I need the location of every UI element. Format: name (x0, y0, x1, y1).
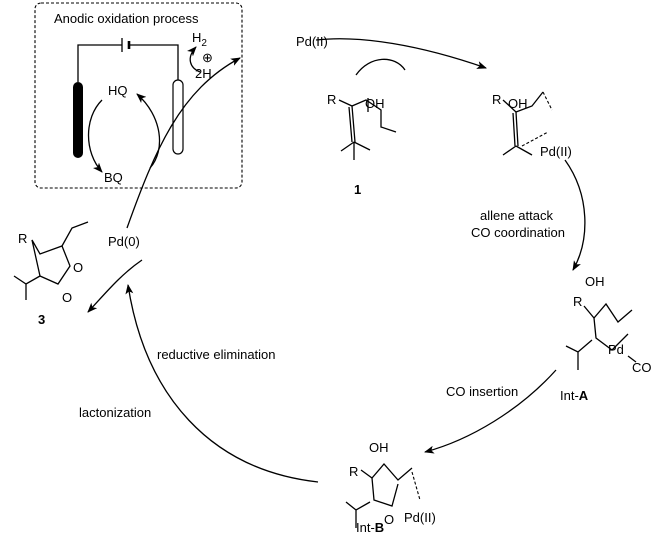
inta-oh: OH (585, 274, 605, 289)
inta-pd: Pd (608, 342, 624, 357)
pdc-chain (502, 91, 544, 113)
c1-allene-1 (351, 105, 356, 143)
int-b-structure: OH R O Pd(II) Int-B (345, 440, 436, 535)
intb-core (371, 477, 399, 507)
intb-isopropenyl (345, 501, 371, 528)
intb-o: O (384, 512, 394, 527)
step-allene-attack: allene attack (480, 208, 553, 223)
compound-1-number: 1 (354, 182, 361, 197)
p3-isopropenyl (13, 275, 41, 300)
allene-attack-arrow (564, 159, 586, 271)
hq-label: HQ (108, 83, 128, 98)
step-reductive-elimination: reductive elimination (157, 347, 276, 362)
c1-chain (338, 99, 397, 133)
pd0-label: Pd(0) (108, 234, 140, 249)
pdc-oh: OH (508, 96, 528, 111)
protons-label: 2H (195, 66, 212, 81)
anodic-oxidation-box: Anodic oxidation process HQ BQ H2 ⊕ 2H (34, 2, 243, 189)
pdc-r: R (492, 92, 501, 107)
int-b-label: Int-B (356, 520, 384, 535)
anode-electrode (73, 82, 83, 158)
box-title: Anodic oxidation process (54, 11, 199, 26)
intb-pd: Pd(II) (404, 510, 436, 525)
lactonization-arrow (125, 284, 319, 483)
pd0-to-pd2-arrow (126, 57, 241, 229)
p3-o-ring: O (73, 260, 83, 275)
substrate-entry-arc (355, 58, 406, 76)
inta-isopropenyl (565, 339, 593, 370)
step-co-insertion: CO insertion (446, 384, 518, 399)
pdc-coordination (521, 91, 553, 147)
compound-3-number: 3 (38, 312, 45, 327)
inta-r: R (573, 294, 582, 309)
bq-to-hq-arrow (136, 93, 161, 169)
int-a-label: Int-A (560, 388, 589, 403)
intb-coordination (411, 471, 421, 501)
step-lactonization: lactonization (79, 405, 151, 420)
bq-label: BQ (104, 170, 123, 185)
p3-r: R (18, 231, 27, 246)
int-a-structure: OH R Pd CO Int-A (560, 274, 652, 403)
inta-co: CO (632, 360, 652, 375)
pd2-top-label: Pd(II) (296, 34, 328, 49)
c1-r: R (327, 92, 336, 107)
compound-1-structure: OH R 1 (327, 92, 397, 197)
pdc-pd: Pd(II) (540, 144, 572, 159)
intb-chain (360, 463, 413, 481)
h2-label: H2 (192, 30, 207, 49)
inta-chain (583, 302, 633, 323)
cathode-electrode (172, 79, 184, 155)
cycle-arrows (87, 38, 586, 483)
pdc-dimethyl (502, 145, 533, 156)
c1-oh: OH (365, 96, 385, 111)
hq-to-bq-arrow (87, 99, 103, 173)
wire-left (77, 44, 122, 82)
oxidative-addition-arrow (315, 38, 487, 69)
step-co-coordination: CO coordination (471, 225, 565, 240)
intb-r: R (349, 464, 358, 479)
inta-ring (593, 317, 629, 351)
co-insertion-arrow (424, 369, 557, 454)
intb-oh: OH (369, 440, 389, 455)
h2-evolution-arrow (186, 46, 201, 73)
product-3-structure: R O O 3 (13, 221, 89, 327)
dashed-frame (34, 2, 243, 189)
inta-co-bond (627, 355, 637, 363)
proton-plus: ⊕ (202, 50, 213, 65)
product-release-arrow (87, 259, 143, 313)
c1-dimethyl (340, 141, 371, 160)
wire-right (129, 44, 179, 80)
pd-complex-structure: OH R Pd(II) (492, 91, 572, 159)
p3-vinyl (61, 221, 89, 247)
p3-o-carbonyl: O (62, 290, 72, 305)
pdc-allene (512, 111, 519, 147)
c1-allene-2 (348, 106, 353, 143)
